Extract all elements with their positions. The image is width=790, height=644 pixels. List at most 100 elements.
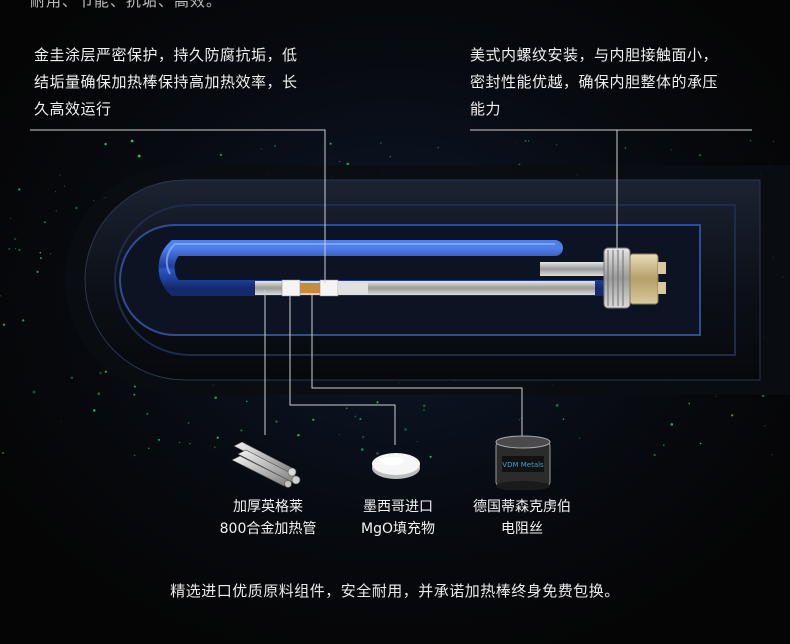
glow-speck <box>524 140 527 142</box>
glow-speck <box>14 238 17 241</box>
glow-speck <box>210 445 212 447</box>
glow-speck <box>36 270 39 274</box>
glow-speck <box>70 376 74 379</box>
glow-speck <box>556 144 558 146</box>
glow-speck <box>8 247 11 251</box>
material-alloy-tube: 加厚英格莱 800合金加热管 <box>208 496 328 540</box>
glow-speck <box>132 151 134 153</box>
callout-line: 密封性能优越，确保内胆整体的承压 <box>470 73 719 91</box>
material-line: 加厚英格莱 <box>233 499 303 515</box>
glow-speck <box>329 142 332 145</box>
glow-speck <box>771 454 773 456</box>
glow-speck <box>516 142 518 143</box>
glow-speck <box>97 392 101 396</box>
glow-speck <box>219 153 223 157</box>
glow-speck <box>345 407 348 410</box>
glow-speck <box>662 444 665 447</box>
glow-speck <box>39 251 42 254</box>
glow-speck <box>416 441 418 443</box>
glow-speck <box>2 323 6 327</box>
glow-speck <box>699 442 702 445</box>
material-line: 电阻丝 <box>501 521 543 537</box>
glow-speck <box>518 419 521 421</box>
glow-speck <box>670 149 672 151</box>
glow-speck <box>624 146 627 149</box>
material-resistance-wire: 德国蒂森克虏伯 电阻丝 <box>462 496 582 540</box>
glow-speck <box>527 140 530 142</box>
glow-speck <box>362 435 365 439</box>
glow-speck <box>297 433 300 437</box>
glow-speck <box>43 221 46 224</box>
glow-speck <box>380 142 382 144</box>
material-line: MgO填充物 <box>361 521 435 537</box>
glow-speck <box>104 370 107 373</box>
glow-speck <box>260 148 262 150</box>
glow-speck <box>360 448 364 451</box>
top-partial-text: 耐用、节能、抗垢、高效。 <box>30 0 223 10</box>
glow-speck <box>133 393 136 396</box>
wire-spool-icon: VDM Metals <box>494 434 552 491</box>
glow-speck <box>376 401 379 404</box>
glow-speck <box>99 371 102 375</box>
glow-speck <box>423 409 425 411</box>
glow-speck <box>14 248 17 250</box>
glow-speck <box>214 396 217 399</box>
glow-speck <box>213 446 216 449</box>
glow-speck <box>137 154 141 158</box>
glow-speck <box>354 415 357 418</box>
glow-speck <box>275 420 278 423</box>
glow-speck <box>764 425 766 427</box>
callout-line: 结垢量确保加热棒保持高加热效率，长 <box>34 73 298 91</box>
glow-speck <box>10 217 12 220</box>
glow-speck <box>339 160 341 163</box>
glow-speck <box>189 442 191 445</box>
callout-line: 美式内螺纹安装，与内胆接触面小， <box>470 46 719 64</box>
glow-speck <box>1 452 5 455</box>
glow-speck <box>562 418 565 420</box>
glow-speck <box>0 295 1 297</box>
glow-speck <box>178 441 181 444</box>
callout-line: 能力 <box>470 100 502 118</box>
glow-speck <box>22 319 25 322</box>
callout-line: 久高效运行 <box>34 100 112 118</box>
glow-speck <box>698 153 702 157</box>
glow-speck <box>216 436 219 439</box>
glow-speck <box>670 423 674 426</box>
glow-speck <box>104 142 107 146</box>
vdm-label: VDM Metals <box>502 461 544 469</box>
glow-speck <box>92 200 95 202</box>
glow-speck <box>715 395 717 397</box>
glow-speck <box>18 249 21 252</box>
glow-speck <box>75 206 78 210</box>
glow-speck <box>133 454 136 457</box>
glow-speck <box>518 163 521 166</box>
glow-speck <box>157 438 160 441</box>
callout-line: 金圭涂层严密保护，持久防腐抗垢，低 <box>34 46 298 64</box>
glow-speck <box>389 155 392 158</box>
glow-speck <box>55 210 57 212</box>
glow-speck <box>653 453 656 457</box>
glow-speck <box>59 174 61 176</box>
glow-speck <box>579 437 581 439</box>
glow-speck <box>49 253 52 255</box>
glow-speck <box>63 185 66 187</box>
glow-speck <box>130 139 134 143</box>
glow-speck <box>245 400 248 403</box>
material-line: 800合金加热管 <box>219 521 317 537</box>
glow-speck <box>93 409 96 412</box>
glow-speck <box>55 191 57 193</box>
glow-speck <box>688 402 691 405</box>
glow-speck <box>240 429 243 432</box>
callout-coating: 金圭涂层严密保护，持久防腐抗垢，低 结垢量确保加热棒保持高加热效率，长 久高效运… <box>34 42 334 123</box>
material-line: 德国蒂森克虏伯 <box>473 499 571 515</box>
glow-speck <box>730 414 734 417</box>
glow-speck <box>39 257 42 260</box>
glow-speck <box>312 418 315 421</box>
glow-speck <box>772 141 774 143</box>
glow-speck <box>146 412 149 415</box>
mgo-tablet-icon <box>372 453 420 479</box>
glow-speck <box>148 447 150 449</box>
glow-speck <box>437 146 439 149</box>
